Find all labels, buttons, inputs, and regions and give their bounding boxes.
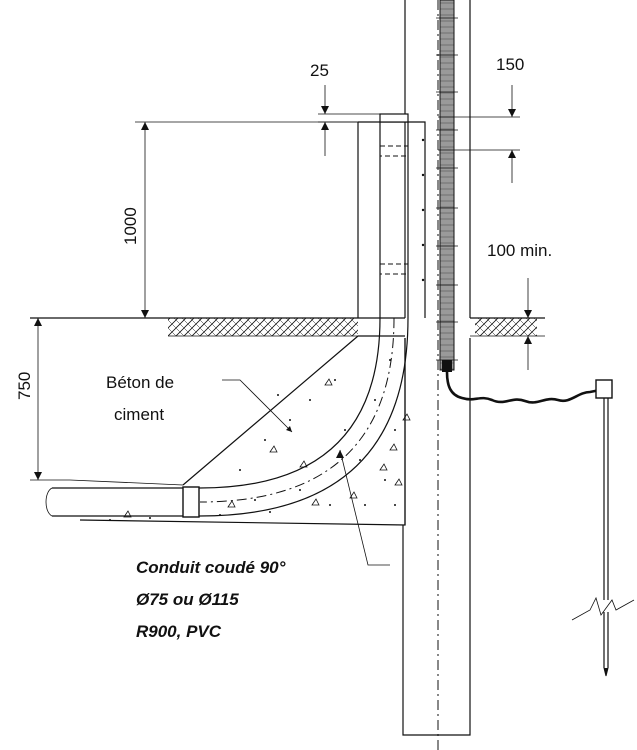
dim-100-min-label: 100 min. — [487, 241, 552, 260]
utility-pole — [402, 0, 471, 750]
dim-25-label: 25 — [310, 61, 329, 80]
riser-cap — [379, 113, 409, 123]
dimension-150: 150 — [438, 55, 524, 183]
conduit-label-line3: R900, PVC — [136, 622, 222, 641]
ground-wire — [445, 371, 601, 404]
dim-150-label: 150 — [496, 55, 524, 74]
ground-surface — [30, 317, 545, 337]
riser-conduit — [357, 113, 426, 318]
conduit-callout: Conduit coudé 90° Ø75 ou Ø115 R900, PVC — [136, 449, 390, 641]
dimension-1000: 1000 — [121, 121, 358, 318]
dimension-25: 25 — [310, 61, 380, 156]
dimension-750: 750 — [15, 318, 70, 481]
conduit-label-line2: Ø75 ou Ø115 — [136, 590, 239, 609]
concrete-aggregate — [109, 359, 396, 521]
concrete-label-line2: ciment — [114, 405, 164, 424]
dim-750-label: 750 — [15, 372, 34, 400]
conduit-label-line1: Conduit coudé 90° — [136, 558, 286, 577]
concrete-encasement — [69, 335, 411, 526]
dim-1000-label: 1000 — [121, 207, 140, 245]
horizontal-conduit — [45, 486, 200, 518]
dimension-100-min: 100 min. — [487, 241, 552, 370]
concrete-label-line1: Béton de — [106, 373, 174, 392]
concrete-callout: Béton de ciment — [106, 373, 293, 433]
conduit-bend — [199, 317, 409, 517]
ground-rod-icon — [571, 379, 635, 677]
conduit-coupling — [182, 486, 200, 518]
conduit-guard — [436, 0, 458, 372]
